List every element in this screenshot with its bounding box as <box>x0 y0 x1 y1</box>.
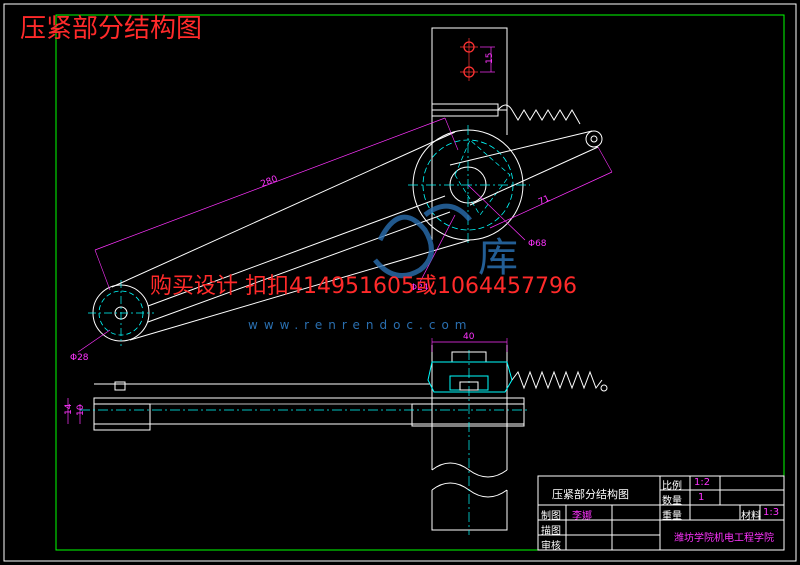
dim-center-mark: Φ24 <box>410 283 429 293</box>
title-block-part-name: 压紧部分结构图 <box>552 488 629 501</box>
dim-width: 40 <box>463 332 475 342</box>
dim-offset: 71 <box>537 194 552 208</box>
lever-upper <box>449 130 593 166</box>
title-block-drawn-by: 李娜 <box>572 511 592 522</box>
drawing-frame <box>55 14 785 551</box>
watermark-logo-char: 库 <box>478 235 518 281</box>
dim-thickness-a: 14 <box>64 403 74 415</box>
dim-small-diameter: Φ28 <box>70 353 89 363</box>
base-bar <box>93 397 525 425</box>
watermark-logo <box>373 203 472 279</box>
bracket-plate <box>431 27 508 111</box>
lever-lower <box>469 146 599 206</box>
watermark-purchase-text: 购买设计 扣扣414951605或1064457796 <box>150 274 577 299</box>
spring-front <box>511 370 603 390</box>
drawing-title: 压紧部分结构图 <box>20 14 203 44</box>
column-front <box>431 345 508 470</box>
title-block-material-label: 材料 <box>741 511 761 522</box>
title-block-qty-value: 1 <box>698 492 705 503</box>
title-block-qty-label: 数量 <box>662 496 682 507</box>
dim-large-diameter: Φ68 <box>528 239 547 249</box>
arm-upper <box>111 131 456 288</box>
title-block-material-value: 1:3 <box>763 507 780 518</box>
title-block-drawn-label: 制图 <box>541 511 561 522</box>
outer-border <box>3 3 797 562</box>
title-block-weight-label: 重量 <box>662 511 682 522</box>
spring-eye <box>585 130 603 148</box>
arm-lower <box>129 239 471 341</box>
dim-thickness-b: 10 <box>76 404 86 416</box>
title-block-scale-value: 1:2 <box>694 477 711 488</box>
spring-top <box>497 104 581 125</box>
title-block-drafter-label: 描图 <box>541 526 561 537</box>
title-block-reviewer-label: 审核 <box>541 541 561 552</box>
title-block <box>537 475 785 551</box>
dim-hole-spacing: 15 <box>485 53 495 64</box>
title-block-scale-label: 比例 <box>662 481 682 492</box>
dim-arm-length: 280 <box>259 174 279 190</box>
clamp-head <box>427 361 513 393</box>
watermark-url: www.renrendoc.com <box>248 318 473 332</box>
title-block-institution: 潍坊学院机电工程学院 <box>674 533 774 544</box>
